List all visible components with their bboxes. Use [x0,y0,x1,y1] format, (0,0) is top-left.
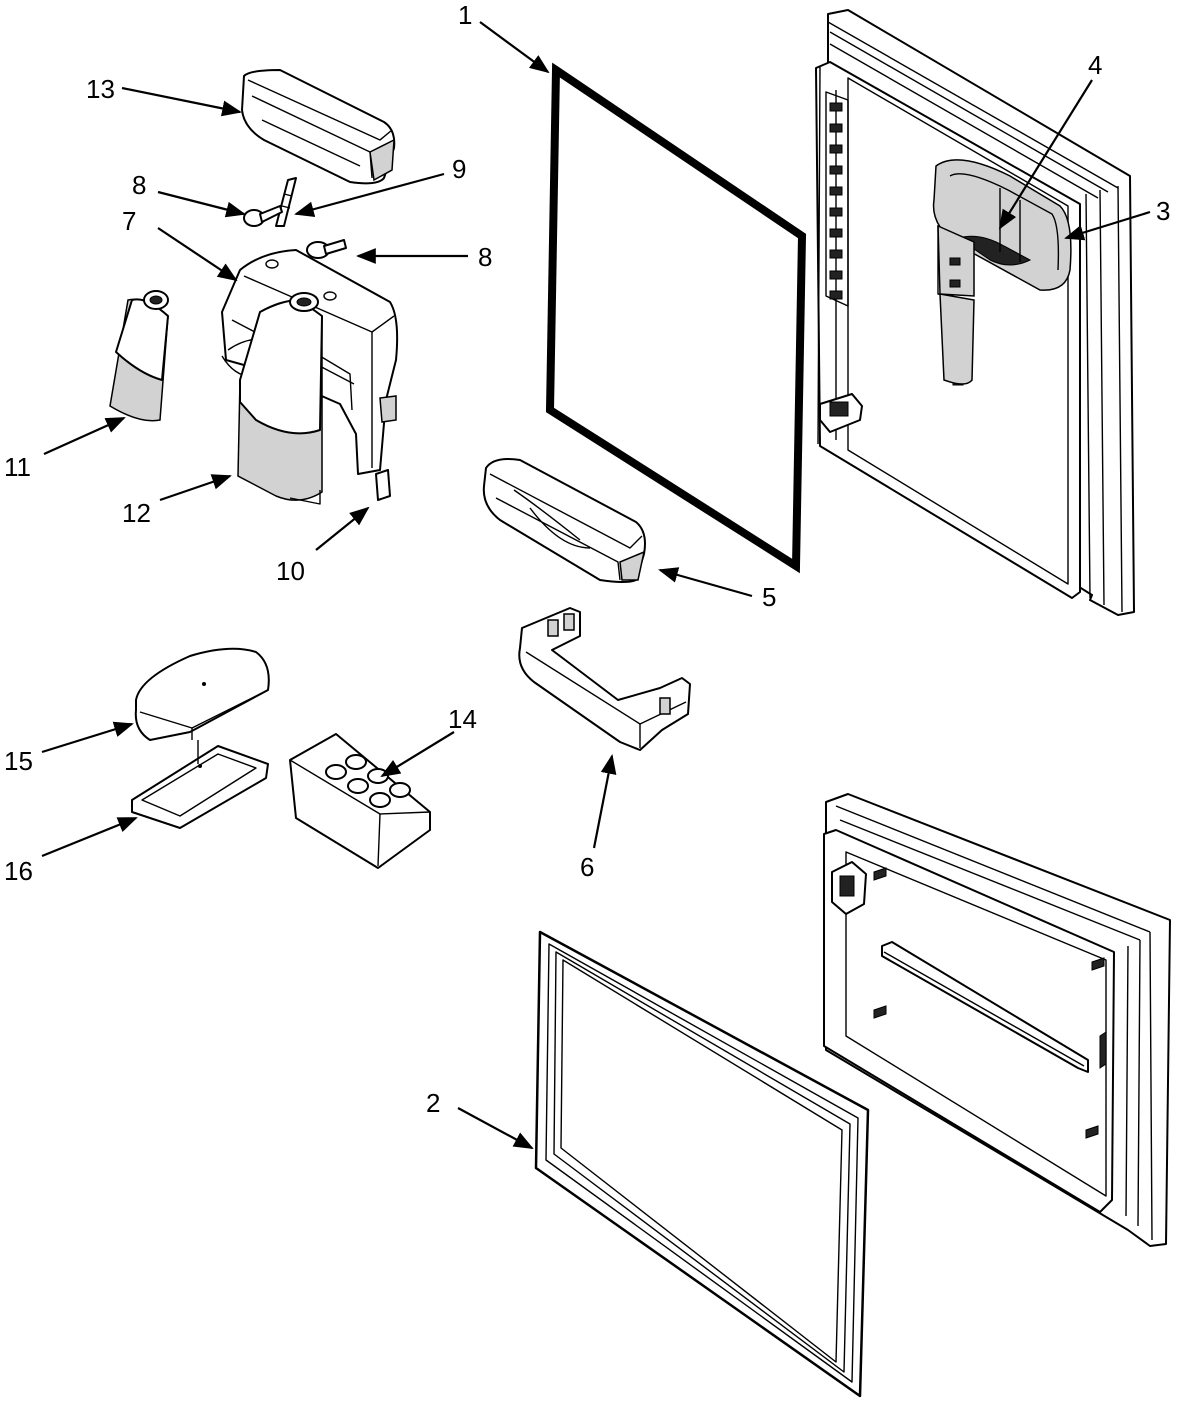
bin-retainer-part-6 [518,607,691,751]
callout-2: 2 [426,1088,440,1118]
callout-4: 4 [1088,50,1102,80]
dispenser-scoop-part-12 [237,292,323,505]
butter-tray-part-16 [131,740,269,829]
upper-door-hinge [819,393,863,433]
callout-15: 15 [4,746,33,776]
lower-door-gasket [534,930,870,1398]
top-bin-part-13 [241,69,396,185]
callout-14: 14 [448,704,477,734]
egg-tray-part-14 [289,733,431,869]
callout-1: 1 [458,0,472,30]
callout-7: 7 [122,206,136,236]
callout-13: 13 [86,74,115,104]
callout-16: 16 [4,856,33,886]
upper-door-assembly [815,9,1135,616]
clip-part-10 [375,469,391,501]
callout-labels: 1 2 3 4 5 6 7 8 8 9 10 11 12 13 14 15 16 [4,0,1170,1118]
callout-6: 6 [580,852,594,882]
butter-lid-part-15 [134,647,270,741]
callout-3: 3 [1156,196,1170,226]
callout-11: 11 [4,452,31,482]
scoop-cover-part-11 [109,290,169,422]
callout-9: 9 [452,154,466,184]
upper-door-gasket [545,62,807,574]
callout-5: 5 [762,582,776,612]
callout-10: 10 [276,556,305,586]
callout-8-upper: 8 [132,170,146,200]
cap-part-8-upper [243,205,283,227]
ice-bin-rod-part-9 [275,177,297,227]
freezer-inner-rail [881,941,1089,1073]
callout-12: 12 [122,498,151,528]
lower-door-hinge [831,861,867,915]
shelf-support-column [825,91,849,307]
callout-leader-lines [41,21,1151,1149]
cap-part-8-lower [306,239,347,259]
lower-door-assembly [823,793,1171,1247]
callout-8-lower: 8 [478,242,492,272]
door-bin-part-5 [482,458,646,583]
